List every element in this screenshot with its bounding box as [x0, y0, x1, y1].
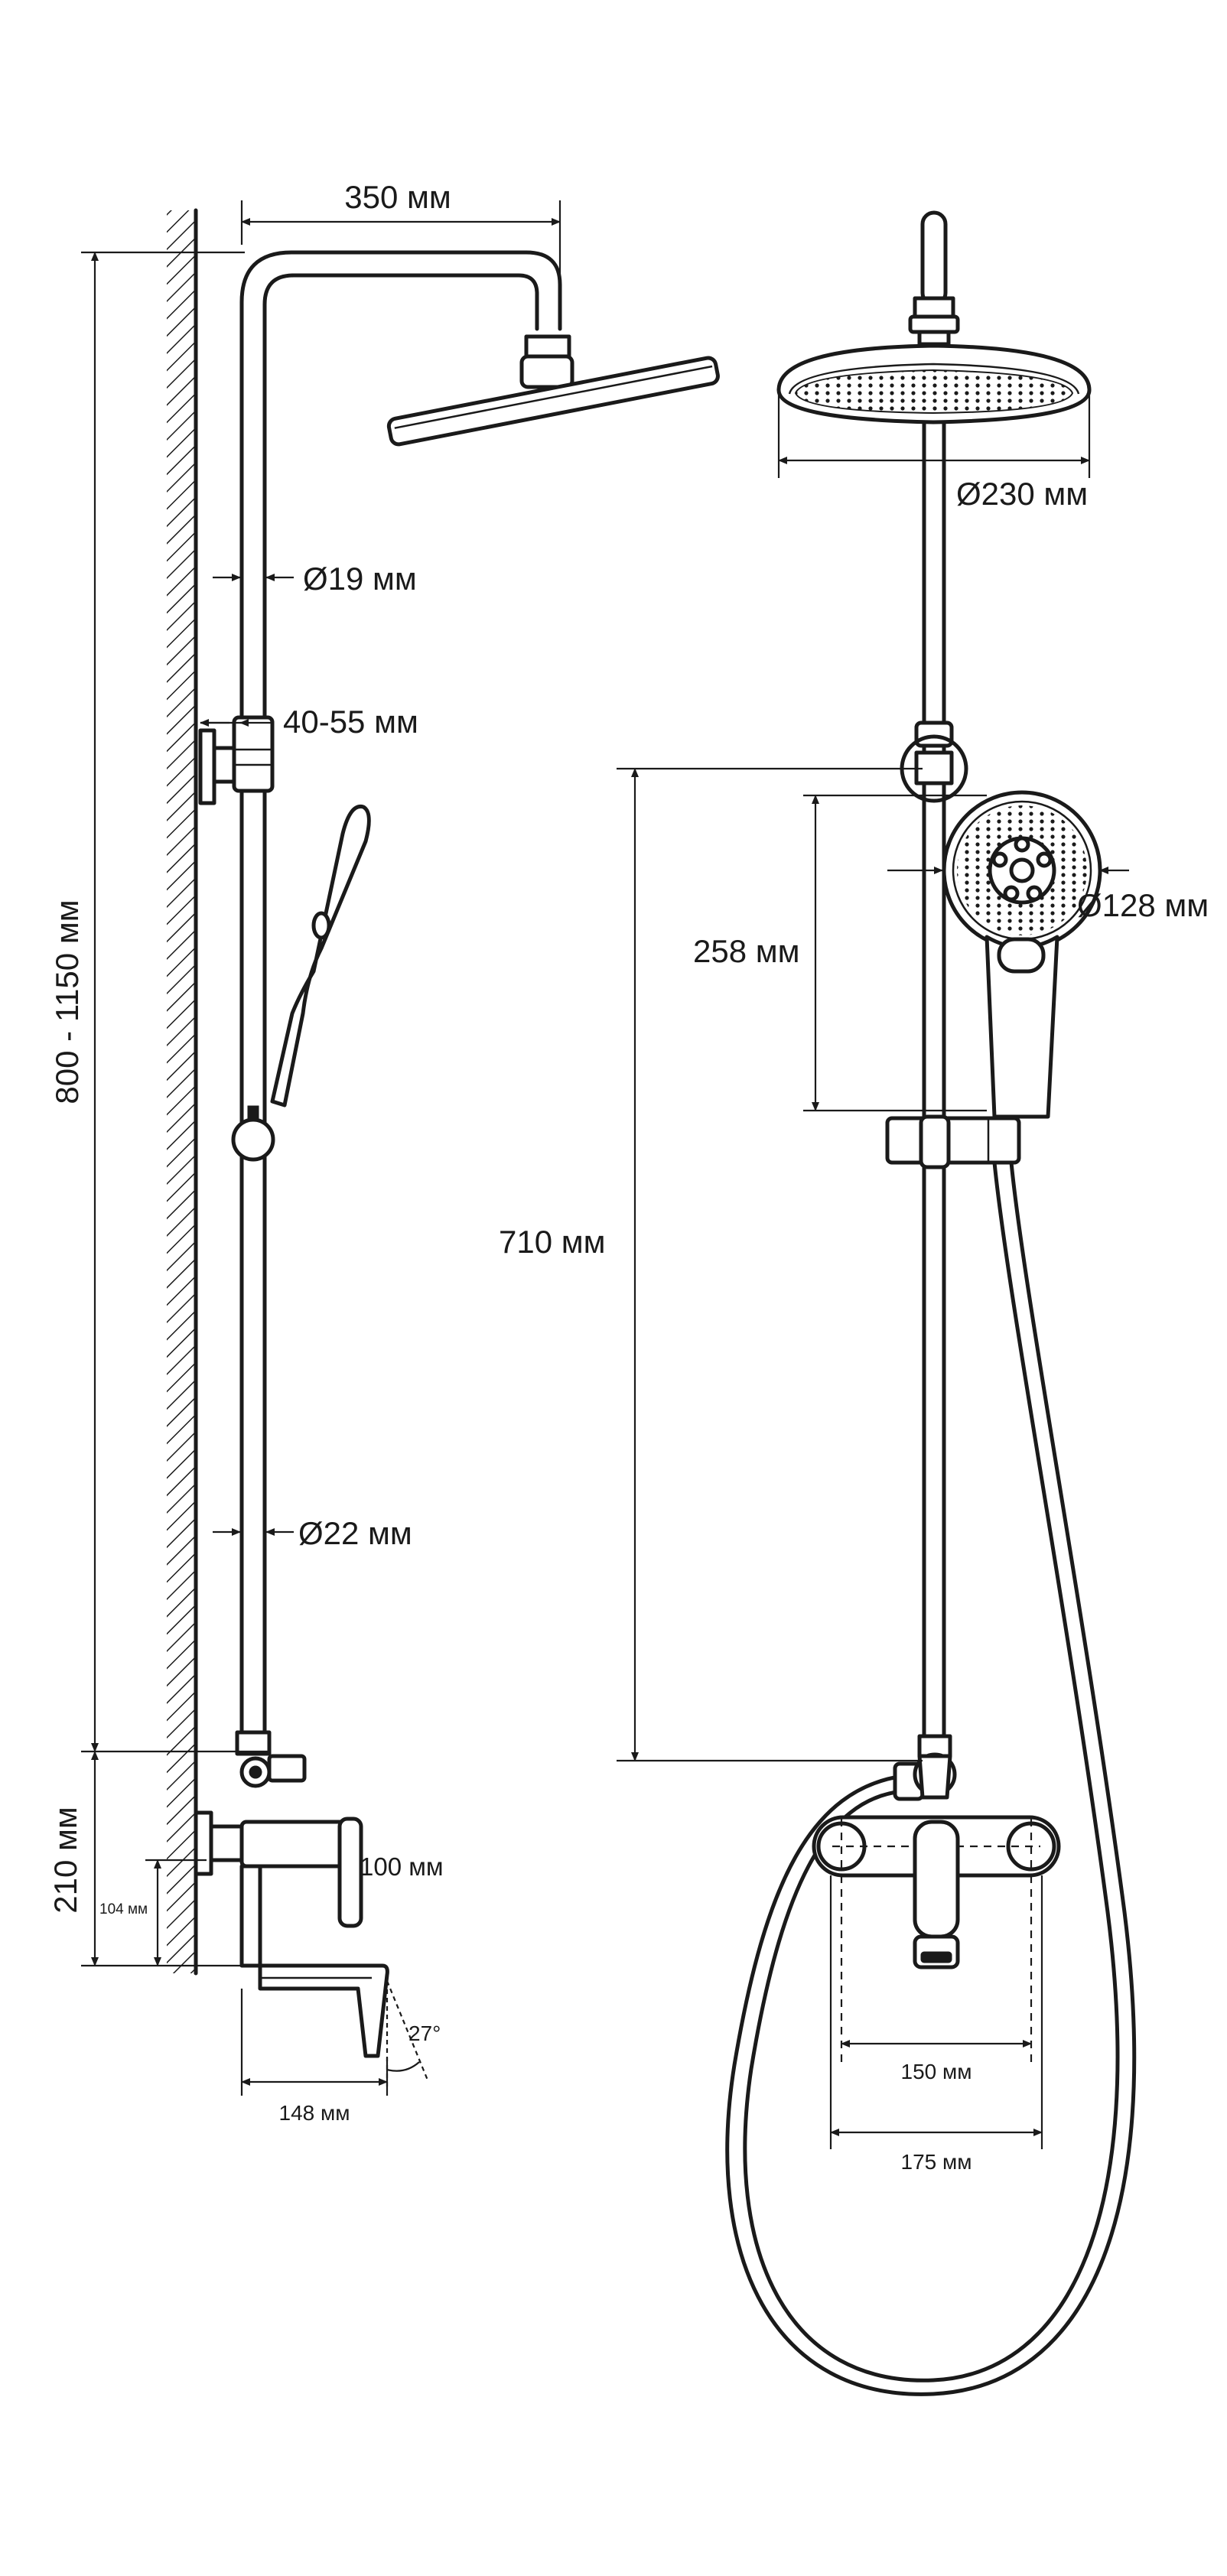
shower-arm-inner — [262, 273, 539, 1754]
slide-knob — [231, 1117, 275, 1162]
height-label: 800 - 1150 мм — [49, 899, 85, 1104]
diverter-lever — [267, 1754, 307, 1783]
handle-label: 100 мм — [360, 1852, 444, 1881]
spout-depth-label: 148 мм — [279, 2101, 350, 2125]
inner-width-label: 150 мм — [901, 2060, 972, 2083]
wall-hatch — [167, 210, 196, 1973]
slider-holder — [885, 1116, 1021, 1165]
top-connector — [913, 296, 955, 319]
mixer-body-side — [239, 1820, 351, 1869]
angle-arc — [386, 1980, 430, 2083]
holder-label: 258 мм — [693, 933, 800, 969]
spout-height-label: 104 мм — [99, 1901, 148, 1917]
front-view: Ø230 мм Ø128 мм 710 мм 258 мм 150 мм 175… — [499, 210, 1209, 2396]
bracket-label: 40-55 мм — [283, 704, 418, 740]
hose-inner — [743, 1160, 1120, 2382]
nozzle-area — [794, 369, 1074, 415]
wall-bracket-plate — [198, 728, 216, 805]
angle-label: 27° — [408, 2021, 441, 2045]
height-710-label: 710 мм — [499, 1224, 606, 1260]
front-bracket-cap — [914, 720, 954, 748]
head-connector — [524, 334, 571, 359]
shower-arm — [239, 250, 562, 1754]
overhead-shower-head-side — [386, 356, 720, 447]
hose-outer — [725, 1160, 1137, 2396]
mixer-wall-plate — [194, 1810, 213, 1876]
outer-width-label: 175 мм — [901, 2150, 972, 2174]
hand-shower-side — [270, 804, 371, 1107]
pipe-joint — [235, 1730, 272, 1756]
mixer-height-label: 210 мм — [47, 1807, 83, 1914]
pipe-top-label: Ø19 мм — [303, 561, 417, 597]
wall-bracket-clamp — [232, 715, 275, 793]
width-label: 350 мм — [344, 179, 451, 215]
mixer-handle-side — [337, 1817, 363, 1928]
pipe-bottom-label: Ø22 мм — [298, 1515, 412, 1551]
hand-shower-diameter-label: Ø128 мм — [1077, 887, 1209, 923]
head-diameter-label: Ø230 мм — [956, 476, 1088, 512]
mixer-lever-front — [913, 1820, 960, 1939]
side-view: 27° 350 мм 800 - 1150 мм Ø19 мм 40-55 мм… — [47, 179, 720, 2125]
top-pipe-stub — [920, 210, 948, 307]
head-ball-joint — [519, 354, 574, 389]
bath-spout-side — [239, 1864, 389, 2058]
